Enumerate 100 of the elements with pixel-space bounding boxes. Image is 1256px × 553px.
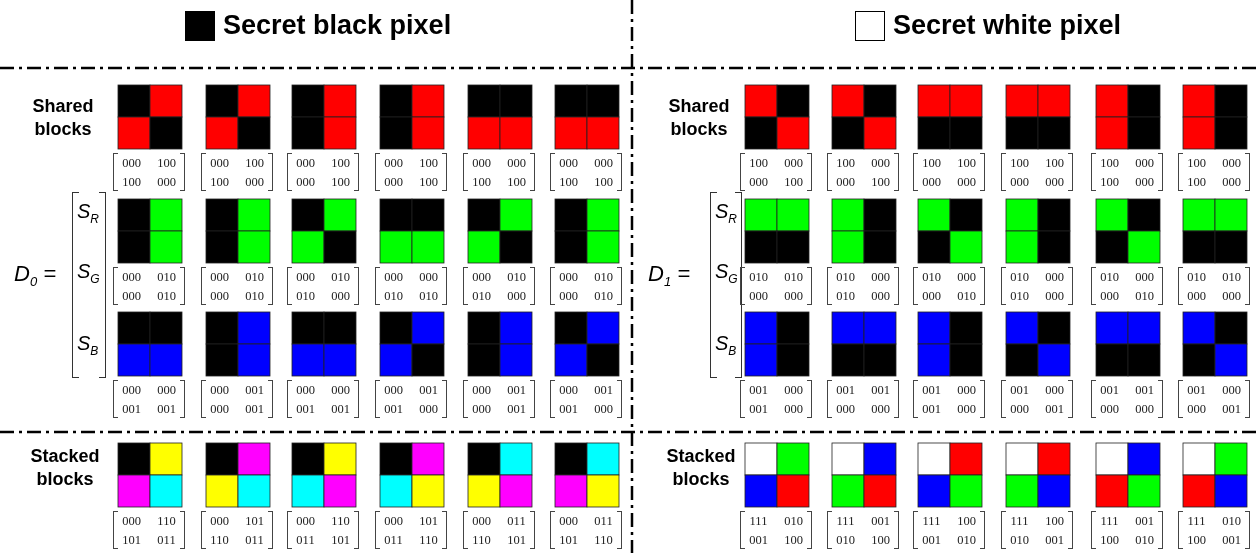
matrix-value: 001 <box>384 400 403 417</box>
matrix-value: 000 <box>594 400 613 417</box>
matrix-value: 000 <box>1010 173 1029 190</box>
matrix-value: 101 <box>507 531 526 548</box>
matrix-value: 000 <box>507 287 526 304</box>
matrix-value: 010 <box>1222 268 1241 285</box>
matrix-value: 100 <box>1100 154 1119 171</box>
matrix-value: 100 <box>836 154 855 171</box>
matrix-value: 000 <box>472 381 491 398</box>
matrix-value: 100 <box>122 173 141 190</box>
matrix-value: 000 <box>507 154 526 171</box>
matrix-value: 010 <box>957 531 976 548</box>
matrix-symbol: D$_{0}$ = <box>14 262 57 291</box>
matrix-value: 000 <box>1045 173 1064 190</box>
matrix-value: 000 <box>296 512 315 529</box>
matrix-value: 100 <box>507 173 526 190</box>
matrix-value: 101 <box>245 512 264 529</box>
matrix-value: 100 <box>472 173 491 190</box>
matrix-value: 010 <box>296 287 315 304</box>
matrix-value: 001 <box>1135 381 1154 398</box>
matrix-value: 100 <box>1100 173 1119 190</box>
matrix-value: 010 <box>419 287 438 304</box>
matrix-value: 010 <box>384 287 403 304</box>
matrix-value: 000 <box>419 268 438 285</box>
matrix-value: 000 <box>384 512 403 529</box>
matrix-value: 000 <box>784 154 803 171</box>
matrix-value: 000 <box>296 381 315 398</box>
matrix-value: 001 <box>1010 381 1029 398</box>
matrix-value: 101 <box>419 512 438 529</box>
matrix-value: 010 <box>1135 287 1154 304</box>
matrix-value: 000 <box>1135 268 1154 285</box>
matrix-symbol: S$_{B}$ <box>715 332 737 360</box>
row-label: Shared blocks <box>31 95 95 141</box>
matrix-value: 001 <box>922 400 941 417</box>
row-label: Stacked blocks <box>665 445 737 491</box>
matrix-symbol: S$_{G}$ <box>715 260 738 288</box>
matrix-value: 000 <box>957 381 976 398</box>
matrix-value: 000 <box>1045 268 1064 285</box>
matrix-value: 011 <box>296 531 315 548</box>
matrix-value: 001 <box>749 400 768 417</box>
matrix-value: 011 <box>594 512 613 529</box>
matrix-value: 011 <box>245 531 264 548</box>
matrix-value: 111 <box>1010 512 1029 529</box>
matrix-value: 000 <box>1135 154 1154 171</box>
matrix-value: 100 <box>957 512 976 529</box>
matrix-value: 100 <box>957 154 976 171</box>
matrix-value: 000 <box>1100 400 1119 417</box>
matrix-value: 100 <box>1045 154 1064 171</box>
matrix-value: 000 <box>296 173 315 190</box>
matrix-symbol: S$_{G}$ <box>77 260 100 288</box>
matrix-value: 100 <box>419 154 438 171</box>
matrix-value: 000 <box>157 173 176 190</box>
matrix-value: 001 <box>836 381 855 398</box>
matrix-value: 000 <box>784 381 803 398</box>
matrix-value: 010 <box>157 287 176 304</box>
matrix-value: 000 <box>122 381 141 398</box>
matrix-value: 001 <box>594 381 613 398</box>
matrix-value: 100 <box>784 173 803 190</box>
matrix-value: 010 <box>1010 268 1029 285</box>
matrix-value: 000 <box>1187 287 1206 304</box>
matrix-value: 001 <box>507 400 526 417</box>
matrix-value: 010 <box>836 287 855 304</box>
matrix-value: 000 <box>210 268 229 285</box>
matrix-value: 010 <box>1135 531 1154 548</box>
matrix-value: 001 <box>419 381 438 398</box>
matrix-value: 000 <box>784 287 803 304</box>
matrix-value: 000 <box>559 381 578 398</box>
matrix-value: 111 <box>1100 512 1119 529</box>
matrix-value: 100 <box>245 154 264 171</box>
matrix-value: 011 <box>157 531 176 548</box>
matrix-value: 000 <box>559 268 578 285</box>
matrix-value: 001 <box>871 381 890 398</box>
matrix-value: 010 <box>507 268 526 285</box>
matrix-symbol: D$_{1}$ = <box>648 262 691 291</box>
matrix-value: 000 <box>922 287 941 304</box>
matrix-value: 100 <box>922 154 941 171</box>
matrix-value: 000 <box>296 268 315 285</box>
matrix-value: 010 <box>1010 287 1029 304</box>
matrix-value: 000 <box>957 173 976 190</box>
matrix-value: 001 <box>1100 381 1119 398</box>
matrix-value: 110 <box>594 531 613 548</box>
matrix-value: 010 <box>245 268 264 285</box>
matrix-value: 000 <box>384 268 403 285</box>
matrix-value: 010 <box>472 287 491 304</box>
matrix-value: 010 <box>784 268 803 285</box>
matrix-value: 000 <box>331 381 350 398</box>
matrix-value: 000 <box>836 173 855 190</box>
matrix-value: 000 <box>559 287 578 304</box>
matrix-value: 010 <box>957 287 976 304</box>
matrix-value: 000 <box>210 381 229 398</box>
matrix-value: 100 <box>1010 154 1029 171</box>
matrix-value: 101 <box>559 531 578 548</box>
matrix-value: 100 <box>210 173 229 190</box>
matrix-value: 001 <box>749 531 768 548</box>
matrix-value: 010 <box>749 268 768 285</box>
matrix-value: 000 <box>384 173 403 190</box>
matrix-value: 100 <box>749 154 768 171</box>
matrix-value: 111 <box>1187 512 1206 529</box>
matrix-value: 100 <box>871 173 890 190</box>
matrix-symbol: S$_{B}$ <box>77 332 99 360</box>
